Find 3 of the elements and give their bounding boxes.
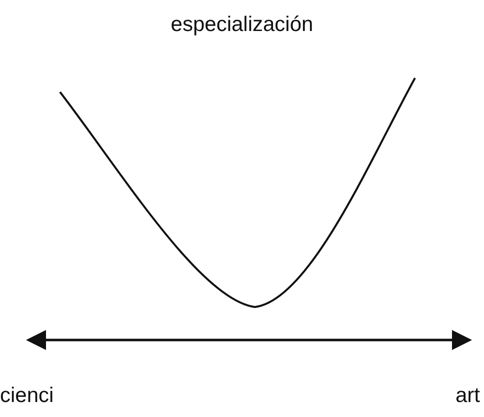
axis-label: cienci <box>0 385 54 406</box>
axis-label: art <box>455 385 480 406</box>
title: especialización <box>170 14 314 35</box>
